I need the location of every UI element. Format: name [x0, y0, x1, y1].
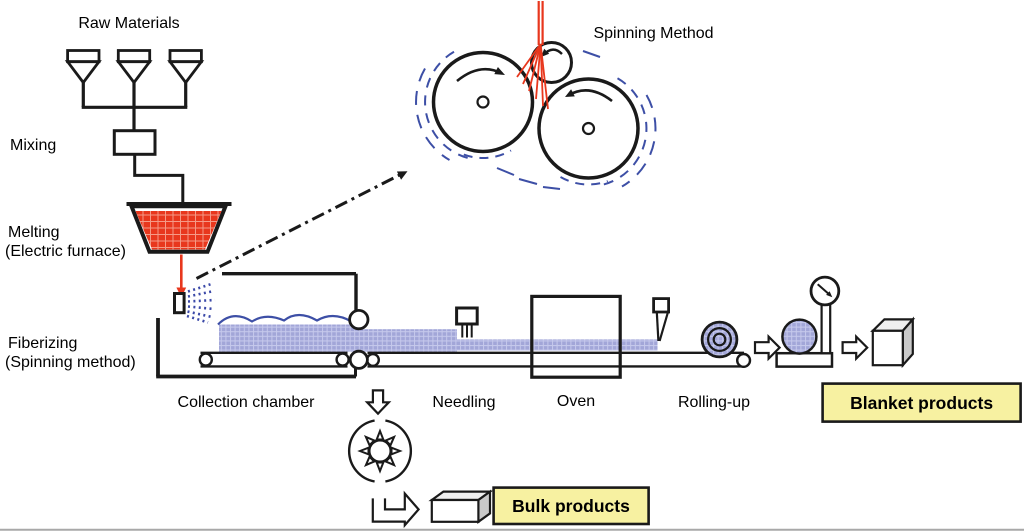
- fiberizing-section: Fiberizing (Spinning method): [5, 282, 216, 371]
- rolling-up-section: Rolling-up: [678, 320, 750, 411]
- rotation-arrow-icon: [456, 67, 505, 83]
- flow-arrow-right-icon: [841, 333, 869, 362]
- fiberizing-label-line1: Fiberizing: [8, 335, 77, 352]
- needling-section: Needling: [432, 306, 496, 411]
- rotation-arrow-icon: [565, 89, 613, 103]
- compaction-roller-icon: [348, 308, 370, 331]
- oven-box-icon: [530, 294, 622, 379]
- mixing-section: Mixing: [10, 129, 185, 203]
- flow-arrow-right-icon: [753, 333, 782, 362]
- molten-material: [135, 211, 222, 250]
- bulk-product-cube-icon: [428, 489, 494, 524]
- belt-roller-icon: [198, 352, 214, 367]
- spinning-method-inset: Spinning Method: [415, 1, 714, 190]
- collection-chamber-section: Collection chamber: [156, 272, 358, 411]
- blanket-needled-layer: [455, 339, 658, 351]
- blanket-thick-layer: [219, 329, 457, 352]
- spinning-callout-arrow-icon: [195, 171, 408, 280]
- fiber-spray-dots: [186, 282, 216, 324]
- needling-head-icon: [455, 306, 479, 326]
- shredder-machine-icon: [348, 419, 412, 483]
- scale-platform-icon: [775, 351, 834, 368]
- oven-label: Oven: [557, 393, 595, 410]
- fiberizing-nozzle-icon: [173, 292, 186, 315]
- belt-roller-icon: [735, 352, 752, 369]
- hopper-icon: [64, 49, 102, 107]
- blanket-product-cube-icon: [870, 316, 916, 369]
- raw-materials-label: Raw Materials: [78, 15, 179, 32]
- fiber-tufts: [415, 50, 657, 190]
- hopper-icon: [167, 49, 205, 107]
- weighing-scale: [775, 275, 841, 368]
- blanket-fluffy-top-line: [217, 313, 353, 326]
- blanket-products-badge: Blanket products: [821, 382, 1022, 423]
- wheel-axle-icon: [476, 95, 490, 109]
- fiber-blanket: [217, 313, 658, 352]
- molten-stream-arrow-icon: [176, 254, 187, 298]
- needling-label: Needling: [432, 394, 495, 411]
- wheel-axle-icon: [581, 121, 596, 136]
- mixing-box-icon: [112, 129, 157, 156]
- flow-arrow-bent-icon: [371, 490, 421, 529]
- exit-guide-icon: [652, 297, 670, 342]
- transfer-roller-icon: [348, 349, 369, 370]
- spinning-method-label: Spinning Method: [593, 25, 713, 42]
- oven-section: Oven: [530, 294, 622, 410]
- rotation-arrow-icon: [541, 48, 563, 57]
- melting-furnace-section: Melting (Electric furnace): [5, 202, 232, 298]
- collection-chamber-label: Collection chamber: [178, 394, 316, 411]
- mixer-to-furnace-pipe: [133, 154, 185, 203]
- blanket-products-label: Blanket products: [850, 393, 993, 413]
- belt-roller-icon: [335, 352, 350, 367]
- blanket-loft-layer: [219, 324, 357, 331]
- hopper-icon: [115, 49, 153, 107]
- fiberizing-label-line2: (Spinning method): [5, 354, 136, 371]
- melting-label-line1: Melting: [8, 224, 60, 241]
- gauge-needle-tip: [826, 291, 833, 298]
- flow-arrow-down-icon: [364, 389, 392, 416]
- mixing-label: Mixing: [10, 137, 56, 154]
- rolling-up-label: Rolling-up: [678, 394, 750, 411]
- molten-stream-inset: [516, 1, 549, 110]
- conveyor-belts: [198, 308, 752, 370]
- fiber-ball-icon: [781, 318, 818, 355]
- scale-post-icon: [820, 303, 832, 355]
- melting-label-line2: (Electric furnace): [5, 243, 126, 260]
- bulk-products-label: Bulk products: [512, 496, 630, 516]
- raw-materials-section: Raw Materials: [64, 15, 205, 131]
- bulk-products-badge: Bulk products: [492, 486, 650, 526]
